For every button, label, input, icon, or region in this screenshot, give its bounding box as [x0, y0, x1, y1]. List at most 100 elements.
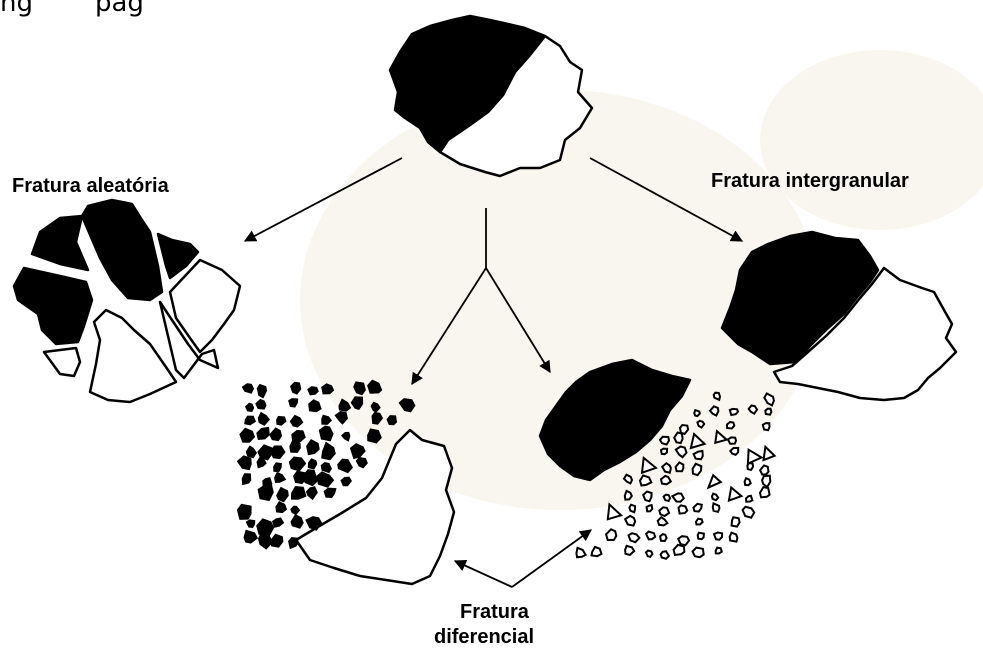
- black-fragment: [291, 382, 301, 394]
- white-fragment: [674, 433, 682, 444]
- white-fragment: [765, 409, 771, 415]
- black-fragment: [246, 446, 256, 458]
- label-differential-fracture-line1: Fratura: [460, 600, 529, 624]
- white-fragment: [743, 507, 755, 518]
- white-fragment: [728, 437, 736, 443]
- black-fragment: [257, 385, 266, 398]
- black-fragment: [289, 538, 299, 549]
- black-fragment: [322, 442, 336, 459]
- white-fragment: [660, 437, 669, 445]
- differential-fracture-particle-left: [296, 430, 454, 584]
- black-fragment: [317, 472, 334, 487]
- black-fragment: [276, 502, 287, 513]
- white-fragment: [674, 545, 685, 555]
- black-fragment: [242, 474, 251, 485]
- black-fragment: [324, 488, 336, 497]
- black-fragment: [277, 416, 286, 425]
- white-fragment: [698, 533, 704, 540]
- white-fragment: [625, 491, 632, 500]
- white-fragment: [606, 529, 616, 540]
- black-fragment: [290, 415, 303, 427]
- label-random-fracture: Fratura aleatória: [12, 174, 169, 198]
- white-fragment: [661, 449, 667, 455]
- double-arrow-right: [512, 530, 591, 587]
- black-fragment: [270, 428, 282, 441]
- white-fragment: [729, 488, 742, 501]
- white-fragment: [693, 464, 702, 475]
- black-fragment: [341, 477, 351, 486]
- white-fragment: [762, 476, 770, 487]
- black-fragment: [321, 463, 331, 473]
- black-fragment: [246, 520, 254, 528]
- black-fragment: [307, 487, 318, 500]
- white-fragment: [748, 450, 762, 464]
- black-fragment: [242, 384, 253, 394]
- white-fragment: [640, 475, 651, 485]
- black-fragment: [291, 515, 303, 528]
- random-piece-5: [44, 348, 80, 376]
- label-intergranular-fracture: Fratura intergranular: [711, 169, 909, 193]
- white-fragment: [730, 533, 738, 542]
- black-fragment: [277, 487, 289, 501]
- white-fragment: [693, 548, 704, 558]
- black-fragment: [350, 444, 365, 459]
- white-fragment: [760, 465, 768, 474]
- random-piece-2: [82, 200, 162, 300]
- white-fragment: [629, 505, 635, 513]
- black-fragment: [256, 400, 266, 410]
- black-fragment: [246, 403, 254, 411]
- white-fragment: [716, 548, 722, 554]
- white-fragment: [747, 463, 753, 470]
- white-fragment: [658, 517, 668, 525]
- white-fragment: [713, 503, 720, 511]
- white-fragment: [643, 492, 651, 502]
- white-fragment: [625, 516, 635, 526]
- random-piece-4: [14, 268, 92, 344]
- black-fragment: [258, 413, 269, 426]
- white-fragment: [693, 504, 701, 512]
- white-fragment: [660, 534, 667, 541]
- white-fragment: [764, 447, 775, 460]
- black-fragment: [237, 456, 251, 470]
- white-fragment: [608, 505, 621, 520]
- black-fragment: [319, 426, 333, 441]
- white-fragment: [696, 519, 703, 525]
- black-fragment: [271, 446, 286, 459]
- black-fragment: [307, 440, 320, 455]
- white-fragment: [732, 517, 740, 526]
- white-fragment: [714, 533, 722, 540]
- white-fragment: [730, 409, 738, 415]
- white-fragment: [714, 393, 720, 400]
- black-fragment: [292, 487, 306, 500]
- black-fragment: [356, 458, 367, 468]
- white-fragment: [646, 532, 655, 540]
- black-fragment: [240, 428, 255, 442]
- random-piece-6: [90, 310, 176, 402]
- white-fragment: [746, 496, 752, 502]
- black-fragment: [273, 518, 284, 527]
- white-fragment: [625, 546, 634, 555]
- white-fragment: [647, 505, 653, 511]
- black-fragment: [275, 473, 286, 483]
- black-fragment: [258, 485, 273, 500]
- white-fragment: [694, 410, 700, 416]
- white-fragment: [712, 494, 718, 501]
- black-fragment: [309, 400, 321, 412]
- white-fragment: [629, 533, 640, 542]
- black-fragment: [237, 504, 251, 519]
- random-piece-1: [32, 216, 88, 270]
- black-fragment: [245, 416, 256, 425]
- black-fragment: [289, 399, 298, 408]
- black-fragment: [387, 416, 397, 425]
- white-fragment: [592, 547, 602, 556]
- white-fragment: [745, 478, 751, 485]
- black-fragment: [342, 432, 350, 441]
- white-fragment: [727, 422, 734, 429]
- black-fragment: [271, 534, 283, 547]
- white-fragment: [697, 421, 704, 428]
- label-differential-fracture-line2: diferencial: [434, 625, 534, 649]
- differential-left-white-grain: [296, 430, 454, 584]
- white-fragment: [576, 548, 585, 557]
- black-fragment: [338, 459, 353, 473]
